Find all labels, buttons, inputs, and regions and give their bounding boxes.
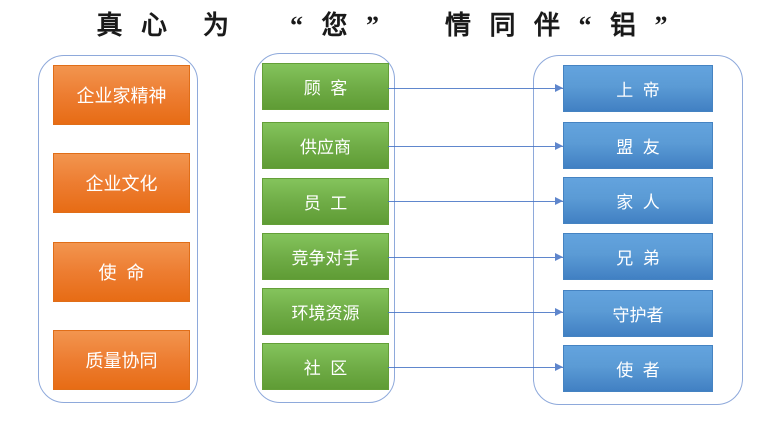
box-supplier: 供应商 <box>262 122 389 169</box>
box-corporate-culture: 企业文化 <box>53 153 190 213</box>
title-segment-true-heart: 真 心 <box>96 11 173 40</box>
arrow-supplier-to-ally <box>388 142 563 150</box>
arrow-environment-to-guardian <box>388 308 563 316</box>
arrow-customer-to-god <box>388 84 563 92</box>
box-brother: 兄 弟 <box>563 233 713 280</box>
box-environment-resources: 环境资源 <box>262 288 389 335</box>
box-guardian: 守护者 <box>563 290 713 337</box>
box-family: 家 人 <box>563 177 713 224</box>
box-envoy: 使 者 <box>563 345 713 392</box>
title-segment-companion-lv: 情 同 伴 “ 铝 ” <box>445 11 674 40</box>
box-customer: 顾 客 <box>262 63 389 110</box>
slide-title: 真 心 为 “ 您 ” 情 同 伴 “ 铝 ” <box>0 10 770 42</box>
title-segment-for: 为 <box>202 11 235 40</box>
box-ally: 盟 友 <box>563 122 713 169</box>
box-employee: 员 工 <box>262 178 389 225</box>
arrow-employee-to-family <box>388 197 563 205</box>
arrow-competitor-to-brother <box>388 253 563 261</box>
box-mission: 使 命 <box>53 242 190 302</box>
box-entrepreneur-spirit: 企业家精神 <box>53 65 190 125</box>
arrow-community-to-envoy <box>388 363 563 371</box>
box-god: 上 帝 <box>563 65 713 112</box>
box-competitor: 竞争对手 <box>262 233 389 280</box>
box-quality-synergy: 质量协同 <box>53 330 190 390</box>
box-community: 社 区 <box>262 343 389 390</box>
title-segment-you-quoted: “ 您 ” <box>290 11 386 40</box>
